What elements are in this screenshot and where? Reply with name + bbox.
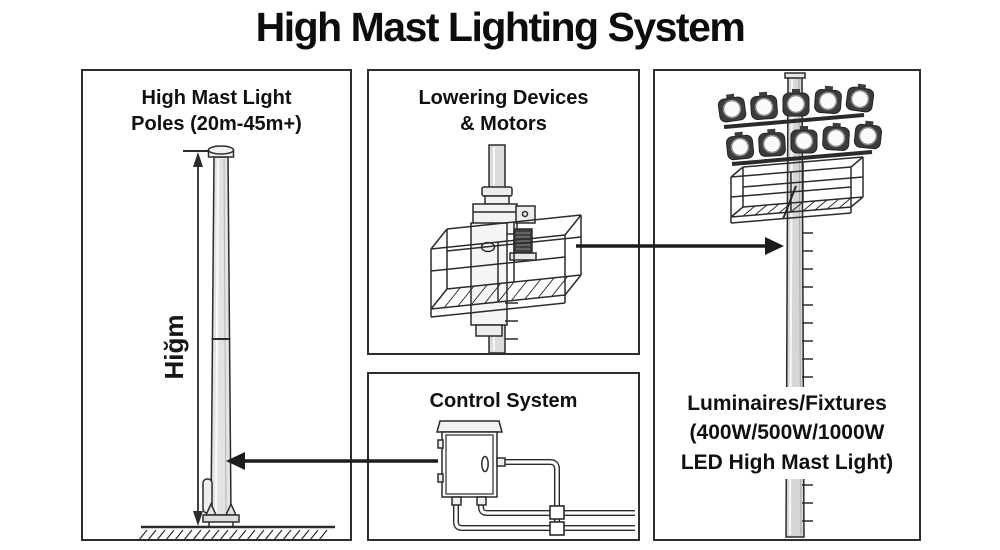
floodlight (726, 131, 755, 161)
height-dimension-arrow (183, 150, 208, 526)
luminaires-caption-line2: (400W/500W/1000W (689, 421, 885, 445)
pole-base (202, 502, 240, 526)
floodlight (790, 126, 818, 154)
panel-lowering-devices: Lowering Devices & Motors (367, 69, 640, 355)
panel-poles-heading-line2: Poles (20m-45m+) (131, 113, 302, 136)
floodlight (845, 83, 875, 113)
panel-luminaires: Luminaires/Fixtures (400W/500W/1000W LED… (653, 69, 921, 541)
pole-drawing (139, 145, 335, 539)
door-handle (481, 455, 489, 473)
pole-flange (481, 186, 513, 205)
panel-lowering-heading-line1: Lowering Devices (418, 87, 589, 109)
maintenance-ring (730, 156, 864, 224)
conduits (453, 459, 635, 536)
ground-line (139, 525, 335, 539)
panel-control-heading-line: Control System (429, 390, 578, 412)
maintenance-basket (430, 214, 582, 318)
pole-cap (207, 145, 235, 158)
floodlight (853, 120, 882, 150)
floodlight (717, 93, 747, 123)
luminaires-caption: Luminaires/Fixtures (400W/500W/1000W LED… (663, 387, 911, 480)
panel-poles: High Mast Light Poles (20m-45m+) Hiğm (81, 69, 352, 541)
panel-poles-heading: High Mast Light Poles (20m-45m+) (83, 85, 350, 138)
panel-lowering-heading: Lowering Devices & Motors (369, 85, 638, 138)
floodlight (750, 91, 778, 120)
floodlight (758, 128, 786, 157)
panel-control-system: Control System (367, 372, 640, 541)
luminaires-caption-line1: Luminaires/Fixtures (687, 392, 887, 415)
panel-poles-heading-line1: High Mast Light (141, 87, 292, 109)
floodlight (814, 85, 842, 114)
floodlight-row-top (717, 83, 875, 123)
ladder-rungs (505, 302, 518, 340)
floodlight-row-bottom (726, 120, 882, 161)
panel-lowering-heading-line2: & Motors (460, 113, 547, 136)
control-cabinet (436, 420, 506, 506)
luminaires-caption-line3: LED High Mast Light) (680, 450, 894, 474)
pole-height-label: Hiğm (158, 314, 189, 380)
control-cabinet-drawing (436, 420, 635, 536)
panel-control-heading: Control System (369, 388, 638, 414)
page-title: High Mast Lighting System (255, 4, 746, 50)
junction-box (549, 505, 565, 520)
lowering-device-drawing (430, 144, 582, 353)
floodlight (822, 122, 850, 151)
carriage-body (470, 222, 508, 337)
junction-box (549, 521, 565, 536)
floodlight (782, 89, 810, 117)
